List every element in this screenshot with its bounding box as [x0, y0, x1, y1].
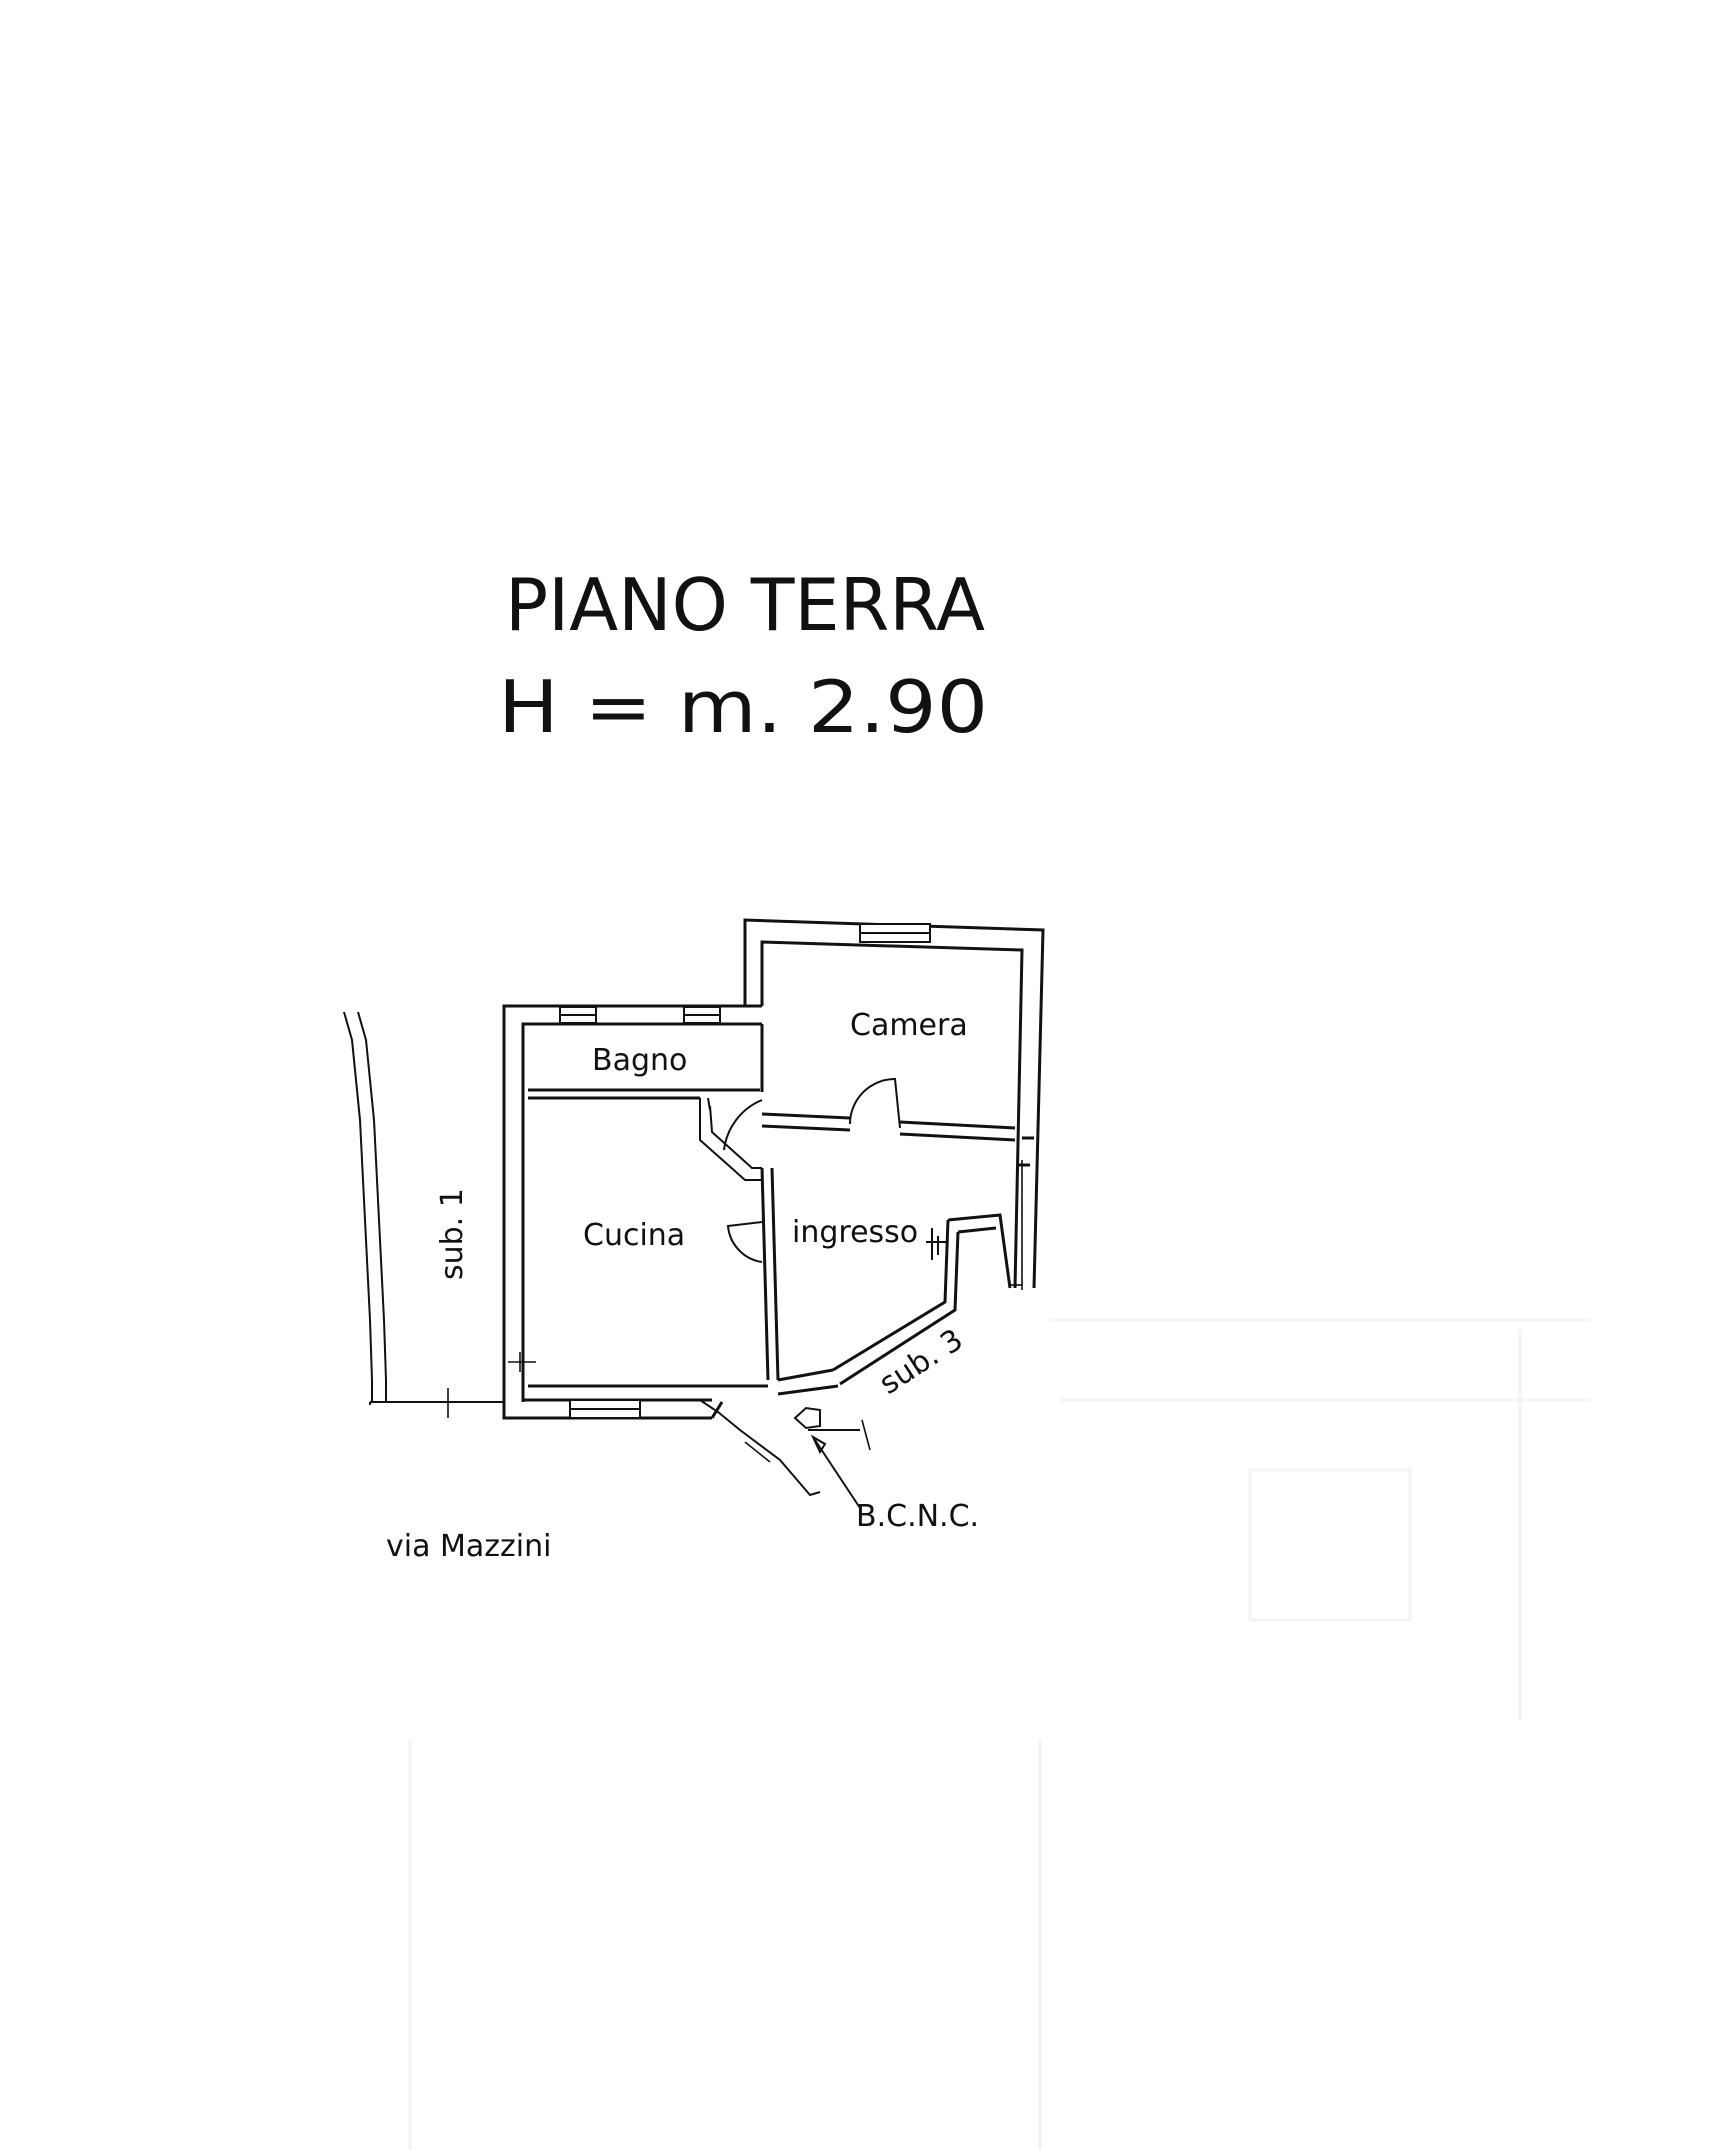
ceiling-height: H = m. 2.90 [498, 665, 988, 749]
entrance-arrow-icon [793, 1406, 821, 1430]
bcnc-marker [793, 1406, 861, 1509]
doors [723, 1077, 946, 1263]
ingresso-fixture [926, 1228, 946, 1260]
show-through-ghost [408, 1318, 1590, 2150]
door-cucina-ingresso [726, 1221, 763, 1263]
door-cucina [723, 1099, 763, 1151]
outer-walls [502, 918, 1045, 1497]
room-label-bagno: Bagno [592, 1043, 687, 1078]
label-sub-3: sub. 3 [873, 1322, 969, 1401]
plan-title: PIANO TERRA [505, 563, 985, 647]
label-sub-1: sub. 1 [435, 1188, 470, 1280]
room-label-camera: Camera [850, 1008, 968, 1043]
windows [559, 923, 931, 1419]
interior-walls [528, 1024, 1016, 1396]
boundary-ticks [447, 1160, 1023, 1463]
label-street-via-mazzini: via Mazzini [386, 1529, 551, 1564]
room-label-ingresso: ingresso [792, 1215, 918, 1250]
room-label-cucina: Cucina [583, 1218, 685, 1253]
door-camera [849, 1077, 901, 1129]
neighbour-wall-sub1 [343, 1011, 505, 1405]
label-bcnc: B.C.N.C. [856, 1499, 979, 1534]
